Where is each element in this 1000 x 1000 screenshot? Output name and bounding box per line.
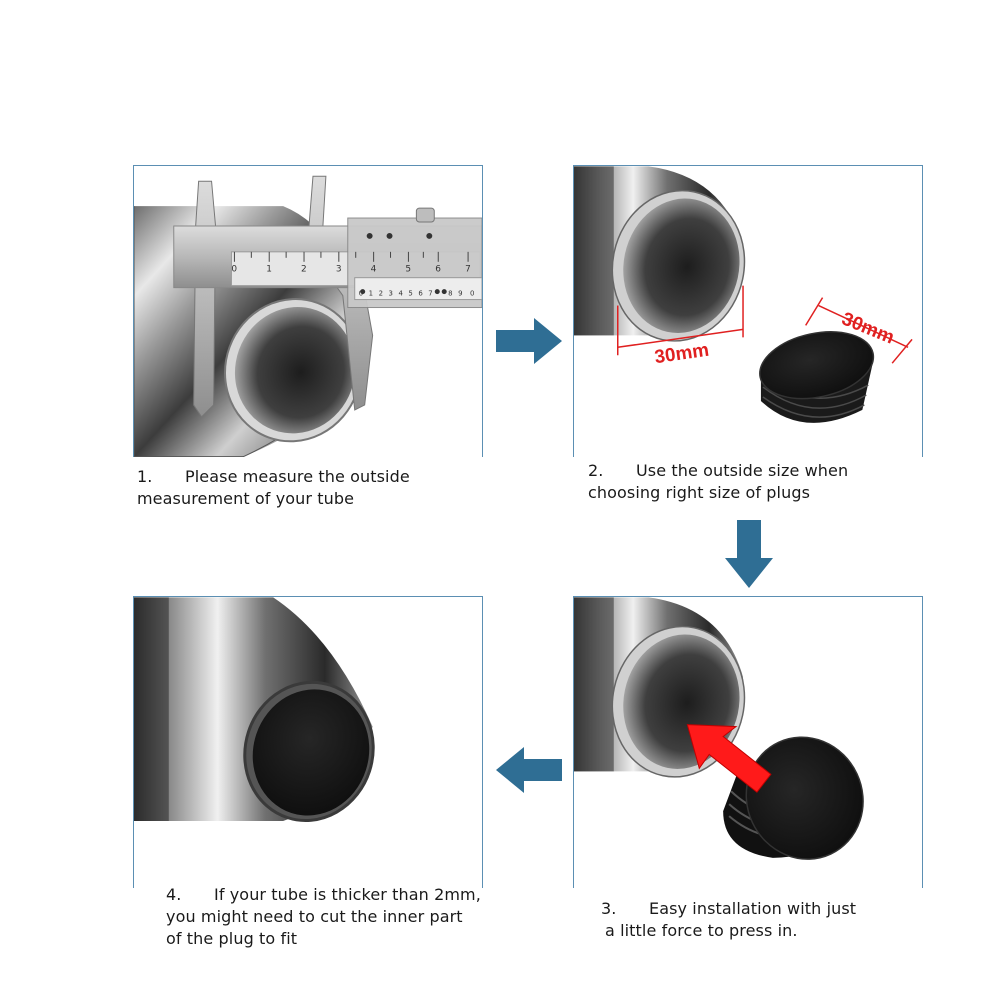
flow-arrow-left-icon bbox=[496, 747, 562, 793]
plug-insertion-illustration bbox=[574, 597, 864, 860]
step-text-line: Easy installation with just bbox=[649, 899, 857, 918]
vernier-scale-label: 1 bbox=[369, 290, 373, 298]
vernier-scale-label: 8 bbox=[448, 290, 452, 298]
main-scale-label: 5 bbox=[405, 265, 411, 275]
step-text-line: measurement of your tube bbox=[137, 489, 355, 508]
flow-arrow-down-icon bbox=[725, 520, 773, 588]
main-scale-label: 4 bbox=[371, 265, 377, 275]
vernier-scale-label: 2 bbox=[379, 290, 383, 298]
vernier-scale-label: 6 bbox=[418, 290, 422, 298]
tube-dimension-label: 30mm bbox=[653, 340, 710, 368]
step-4-caption: 4. If your tube is thicker than 2mm, you … bbox=[166, 884, 496, 950]
step-number: 3. bbox=[601, 899, 617, 918]
vernier-scale-label: 7 bbox=[428, 290, 432, 298]
plug-installed-illustration bbox=[134, 597, 375, 822]
flow-arrow-right-icon bbox=[496, 318, 562, 364]
vernier-scale-label: 0 bbox=[470, 290, 474, 298]
step-3-caption: 3. Easy installation with just a little f… bbox=[601, 898, 921, 942]
main-scale-label: 6 bbox=[435, 265, 441, 275]
step-text-line: If your tube is thicker than 2mm, bbox=[214, 885, 481, 904]
main-scale-label: 7 bbox=[465, 265, 471, 275]
vernier-scale-label: 3 bbox=[389, 290, 393, 298]
step-4-panel bbox=[133, 596, 483, 888]
step-text-line: Please measure the outside bbox=[185, 467, 410, 486]
step-number: 4. bbox=[166, 885, 182, 904]
step-1-panel: 0 1 2 3 4 5 6 7 0 1 2 3 4 5 6 7 8 9 0 bbox=[133, 165, 483, 457]
main-scale-label: 0 bbox=[231, 265, 237, 275]
step-text-line: of the plug to fit bbox=[166, 929, 298, 948]
caliper-measuring-tube-illustration: 0 1 2 3 4 5 6 7 0 1 2 3 4 5 6 7 8 9 0 bbox=[134, 175, 482, 457]
step-2-caption: 2. Use the outside size when choosing rig… bbox=[588, 460, 928, 504]
vernier-scale-label: 4 bbox=[398, 290, 403, 298]
step-3-panel bbox=[573, 596, 923, 888]
step-2-panel: 30mm 30mm bbox=[573, 165, 923, 457]
tube-and-plug-dimension-illustration: 30mm 30mm bbox=[574, 166, 913, 423]
step-text-line: you might need to cut the inner part bbox=[166, 907, 463, 926]
step-number: 1. bbox=[137, 467, 153, 486]
press-arrow-icon bbox=[686, 724, 772, 793]
step-text-line: a little force to press in. bbox=[605, 921, 798, 940]
main-scale-label: 2 bbox=[301, 265, 307, 275]
vernier-scale-label: 0 bbox=[359, 290, 363, 298]
step-text-line: Use the outside size when bbox=[636, 461, 849, 480]
step-text-line: choosing right size of plugs bbox=[588, 483, 811, 502]
vernier-scale-label: 9 bbox=[458, 290, 462, 298]
main-scale-label: 3 bbox=[336, 265, 342, 275]
vernier-scale-label: 5 bbox=[408, 290, 412, 298]
main-scale-label: 1 bbox=[266, 265, 272, 275]
step-number: 2. bbox=[588, 461, 604, 480]
step-1-caption: 1. Please measure the outside measurement… bbox=[137, 466, 477, 510]
